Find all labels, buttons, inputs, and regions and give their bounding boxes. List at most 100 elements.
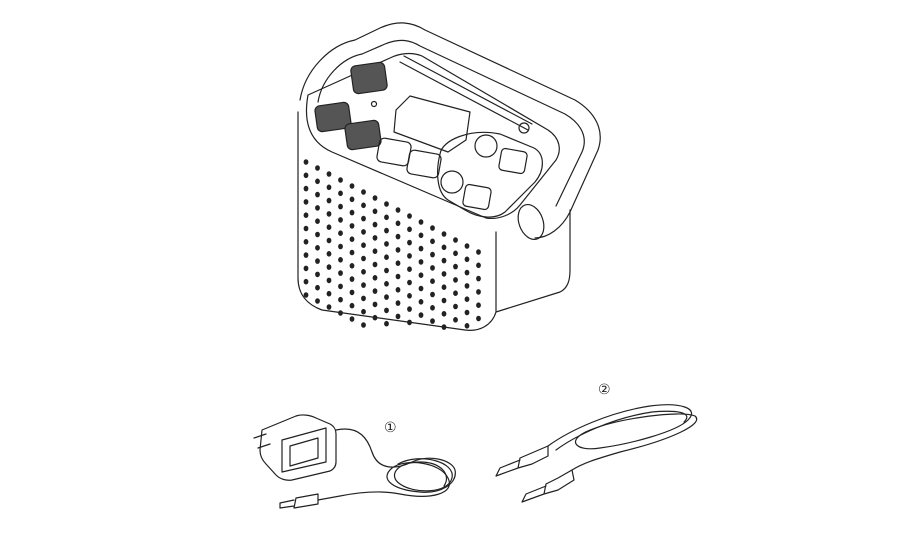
grille-dot <box>430 265 435 271</box>
grille-dot <box>395 233 401 240</box>
grille-dot <box>349 223 355 229</box>
grille-dot <box>303 185 309 192</box>
grille-dot <box>349 249 355 256</box>
grille-dot <box>349 209 355 216</box>
grille-dot <box>361 229 366 235</box>
grille-dot <box>407 266 412 273</box>
grille-dot <box>372 288 378 294</box>
grille-dot <box>430 278 435 285</box>
grille-dot <box>338 243 343 250</box>
grille-dot <box>453 303 458 310</box>
grille-dot <box>384 241 389 247</box>
grille-dot <box>395 273 401 280</box>
radio-body <box>297 111 571 331</box>
grille-dot <box>384 320 389 327</box>
grille-dot <box>453 290 458 297</box>
adapter-front-face <box>281 427 327 473</box>
grille-dot <box>361 202 366 209</box>
grille-dot <box>395 220 401 227</box>
grille-dot <box>349 236 355 242</box>
grille-dot <box>326 197 332 204</box>
radio-antenna <box>399 55 533 131</box>
grille-dot <box>303 199 309 205</box>
grille-dot <box>326 290 332 297</box>
grille-dot <box>395 287 401 293</box>
radio-top-panel <box>305 52 560 220</box>
grille-dot <box>338 283 343 290</box>
grille-dot <box>441 271 447 277</box>
grille-dot <box>476 289 481 295</box>
grille-dot <box>430 318 435 324</box>
grille-dot <box>430 225 435 231</box>
grille-dot <box>476 315 481 322</box>
grille-dot <box>418 312 424 318</box>
grille-dot <box>326 264 332 270</box>
grille-dot <box>326 171 332 177</box>
grille-dot <box>361 189 366 195</box>
grille-dot <box>326 224 332 230</box>
grille-dot <box>418 285 424 292</box>
grille-dot <box>407 293 412 299</box>
radio-light-button-2 <box>406 149 442 179</box>
grille-dot <box>464 269 470 276</box>
radio-round-button-1 <box>474 134 498 158</box>
grille-dot <box>361 282 366 288</box>
grille-dot <box>430 305 435 311</box>
grille-dot <box>303 212 309 218</box>
grille-dot <box>464 296 470 303</box>
grille-dot <box>303 252 309 258</box>
grille-dot <box>315 165 320 171</box>
grille-dot <box>349 276 355 282</box>
grille-dot <box>326 211 332 217</box>
grille-dot <box>384 281 389 287</box>
grille-dot <box>384 201 389 207</box>
grille-dot <box>418 245 424 252</box>
cable-cord <box>547 404 698 471</box>
grille-dot <box>407 213 412 219</box>
grille-dot <box>407 226 412 233</box>
grille-dot <box>384 254 389 260</box>
grille-dot <box>338 217 343 223</box>
radio-antenna-tip <box>518 122 530 134</box>
grille-dot <box>315 191 320 198</box>
radio-handle-cap <box>517 203 545 241</box>
grille-dot <box>303 225 309 232</box>
ac-adapter <box>253 414 456 509</box>
grille-dot <box>418 272 424 279</box>
adapter-inner-face <box>289 437 319 467</box>
grille-dot <box>441 231 447 237</box>
grille-dot <box>315 284 320 291</box>
grille-dot <box>315 258 320 264</box>
audio-cable <box>495 404 698 503</box>
grille-dot <box>338 257 343 263</box>
radio-display <box>393 95 471 153</box>
grille-dot <box>338 230 343 236</box>
adapter-body <box>259 414 337 481</box>
grille-dot <box>476 302 481 309</box>
grille-dot <box>372 208 378 215</box>
grille-dot <box>418 219 424 225</box>
radio-square-button-1 <box>498 147 528 175</box>
grille-dot <box>372 301 378 308</box>
grille-dot <box>349 302 355 309</box>
grille-dot <box>338 203 343 210</box>
grille-dot <box>384 307 389 314</box>
grille-dot <box>418 232 424 239</box>
grille-dot <box>361 269 366 275</box>
grille-dot <box>361 308 366 315</box>
grille-dot <box>476 275 481 282</box>
cable-cord-twin <box>555 410 688 451</box>
grille-dot <box>361 242 366 248</box>
grille-dot <box>395 313 401 320</box>
grille-dot <box>338 177 343 183</box>
adapter-dc-plug <box>279 493 319 509</box>
grille-dot <box>476 249 481 255</box>
grille-dot <box>384 227 389 234</box>
grille-dot <box>361 295 366 302</box>
adapter-cord-coil <box>394 458 453 492</box>
grille-dot <box>407 253 412 259</box>
grille-dot <box>407 306 412 312</box>
grille-dot <box>418 259 424 265</box>
grille-dot <box>453 263 458 270</box>
